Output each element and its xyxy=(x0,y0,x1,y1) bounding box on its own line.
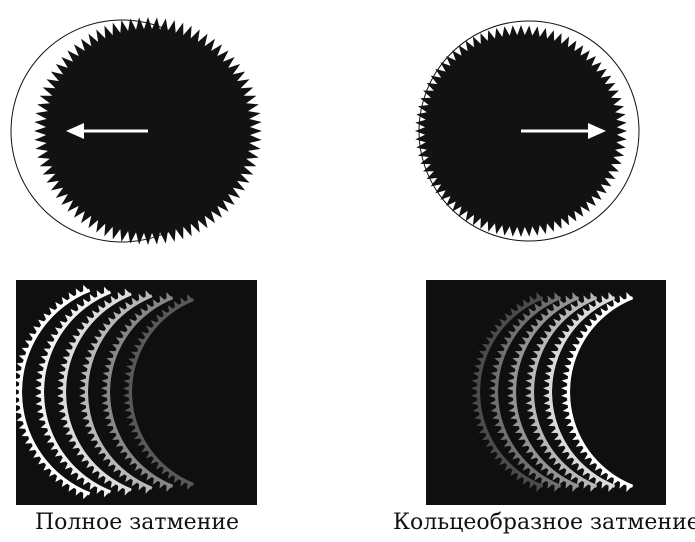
trail-background-annular xyxy=(426,280,666,505)
caption-total-eclipse: Полное затмение xyxy=(32,508,242,538)
caption-annular-eclipse: Кольцеобразное затмение xyxy=(393,508,693,538)
annular-eclipse-disk-group xyxy=(415,21,639,241)
total-eclipse-trail-panel xyxy=(13,280,257,505)
annular-eclipse-trail-panel xyxy=(426,280,666,505)
total-eclipse-disk-group xyxy=(11,17,262,245)
